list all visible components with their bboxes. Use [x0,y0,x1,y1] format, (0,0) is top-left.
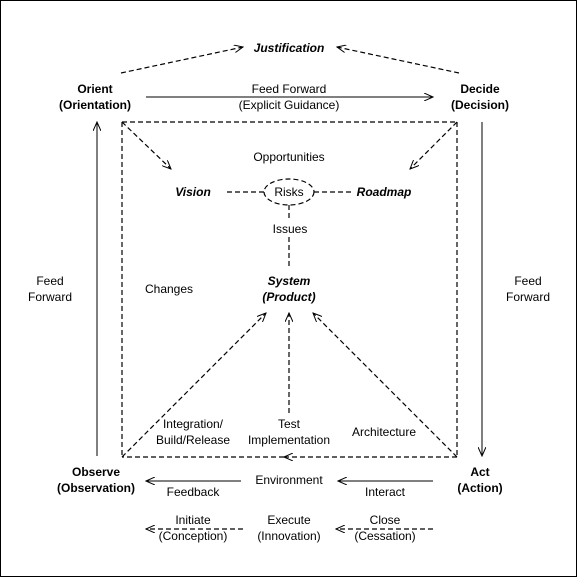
label-forward-left: Forward [27,290,73,304]
node-observe: Observe [71,465,121,479]
node-decide: Decide [460,82,500,96]
arrow-architecture-system [313,313,458,458]
arrow-orient-justification [120,47,243,74]
risks-ellipse [263,178,315,206]
label-conception: (Conception) [158,529,228,543]
node-roadmap: Roadmap [356,185,412,199]
node-system: System [267,274,311,288]
node-orient-sub: (Orientation) [59,98,131,112]
node-decide-sub: (Decision) [450,98,510,112]
label-environment: Environment [255,473,323,487]
label-issues: Issues [271,221,309,237]
arrow-corner-vision [121,121,171,169]
label-feed-left: Feed [36,274,64,288]
node-system-sub: (Product) [262,290,316,304]
node-observe-sub: (Observation) [56,481,136,495]
label-test: Test [276,416,302,432]
label-build-release: Build/Release [155,433,231,447]
label-close: Close [369,513,401,527]
node-act: Act [470,465,490,479]
label-opportunities: Opportunities [253,150,325,164]
node-act-sub: (Action) [457,481,503,495]
label-initiate: Initiate [175,513,211,527]
label-architecture: Architecture [351,425,417,439]
label-integration: Integration/ [162,417,224,431]
node-orient: Orient [77,82,113,96]
node-justification: Justification [253,41,325,55]
arrow-decide-justification [337,47,460,74]
label-execute: Execute [267,513,311,527]
label-feed-forward-top: Feed Forward [251,82,327,96]
label-forward-right: Forward [505,290,551,304]
label-feed-right: Feed [514,274,542,288]
arrow-integration-system [121,313,266,458]
arrow-corner-roadmap [410,121,458,169]
label-implementation: Implementation [247,433,331,447]
label-innovation: (Innovation) [257,529,321,543]
label-changes: Changes [144,282,194,296]
node-vision: Vision [175,185,211,199]
label-explicit-guidance: (Explicit Guidance) [238,98,340,112]
node-risks: Risks [274,185,304,199]
label-interact: Interact [364,485,406,499]
label-feedback: Feedback [166,485,220,499]
label-cessation: (Cessation) [354,529,416,543]
